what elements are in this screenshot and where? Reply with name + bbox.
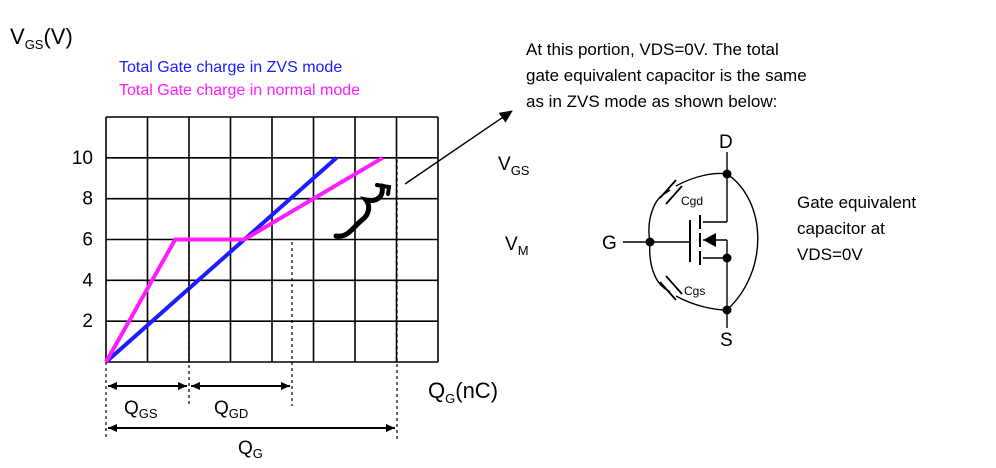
y-tick-label: 10	[72, 148, 93, 169]
vgs-side-label: VGS	[498, 154, 530, 178]
gate-charge-chart: 2 4 6 8 10 VGS(V) Total Gate charge in ZVS m…	[10, 24, 498, 406]
chart-grid	[105, 116, 439, 363]
caption-line-3: VDS=0V	[797, 245, 863, 264]
annotation-arrow	[404, 110, 513, 185]
y-tick-label: 4	[82, 270, 93, 291]
annotation-line-3: as in ZVS mode as shown below:	[526, 92, 777, 111]
gate-node	[645, 237, 655, 247]
vm-side-label: VM	[505, 234, 529, 258]
source-label: S	[720, 330, 733, 351]
legend-box	[112, 50, 438, 102]
y-axis-label: VGS(V)	[10, 24, 73, 52]
mosfet-circuit	[623, 152, 759, 328]
qgs-label: QGS	[124, 398, 158, 421]
cgs-plate-a	[659, 281, 677, 301]
curly-brace	[333, 183, 385, 239]
legend: Total Gate charge in ZVS mode Total Gate…	[112, 50, 438, 102]
charge-dimensions	[105, 160, 398, 440]
cgs-label: Cgs	[684, 284, 705, 298]
outer-loop	[726, 173, 759, 311]
y-tick-labels: 2 4 6 8 10	[72, 148, 94, 332]
cgd-right-wire	[675, 172, 728, 187]
series-zvs-line	[104, 156, 338, 364]
qg-label: QG	[238, 438, 263, 461]
cgd-plate-b	[665, 185, 683, 205]
cgs-left-wire	[648, 241, 671, 293]
qgd-label: QGD	[214, 398, 248, 421]
y-tick-label: 2	[82, 311, 93, 332]
y-tick-label: 6	[82, 230, 93, 251]
cgs-right-wire	[675, 295, 728, 311]
legend-normal: Total Gate charge in normal mode	[119, 82, 360, 99]
body-arrow-icon	[703, 233, 716, 247]
drain-node	[722, 169, 732, 179]
drain-label: D	[719, 132, 733, 153]
cgd-label: Cgd	[681, 194, 703, 208]
gate-label: G	[602, 233, 617, 254]
annotation-line-1: At this portion, VDS=0V. The total	[526, 40, 779, 59]
cgd-left-wire	[648, 189, 671, 243]
caption-line-1: Gate equivalent	[797, 193, 916, 212]
annotation-line-2: gate equivalent capacitor is the same	[526, 66, 807, 85]
cgs-plate-b	[665, 275, 683, 295]
y-tick-label: 8	[82, 189, 93, 210]
cgd-plate-a	[659, 179, 677, 199]
series-normal-line	[104, 156, 384, 363]
source-node	[722, 305, 732, 315]
legend-zvs: Total Gate charge in ZVS mode	[119, 59, 342, 76]
source-node-upper	[722, 253, 732, 263]
caption-line-2: capacitor at	[797, 219, 885, 238]
x-axis-label: QG(nC)	[428, 378, 498, 406]
curly-brace-tip	[375, 183, 392, 196]
